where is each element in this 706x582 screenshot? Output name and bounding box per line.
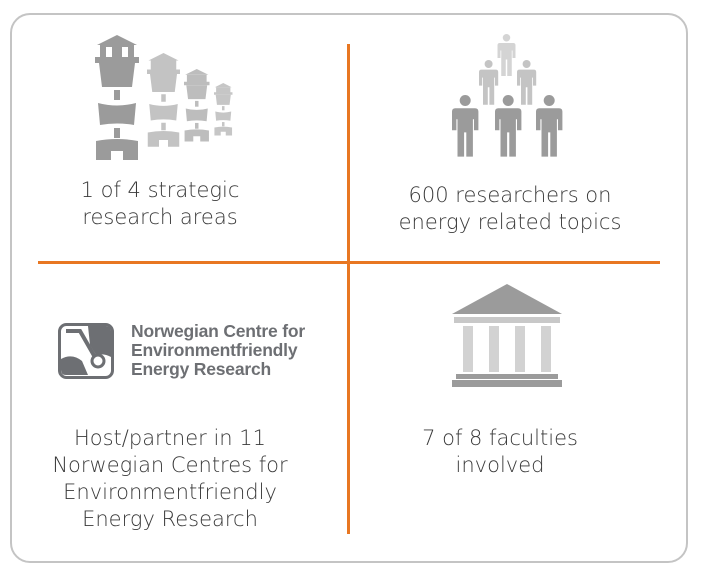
logo-line: Energy Research [131, 359, 271, 379]
caption-line: Norwegian Centres for [52, 453, 288, 477]
logo-line: Environmentfriendly [131, 340, 298, 360]
fme-logo-mark [58, 323, 114, 379]
caption-centres: Host/partner in 11 Norwegian Centres for… [40, 425, 300, 533]
fme-logo-text: Norwegian Centre for Environmentfriendly… [131, 322, 305, 379]
caption-line: 1 of 4 strategic [80, 178, 240, 202]
caption-line: 600 researchers on [408, 183, 612, 207]
caption-line: 7 of 8 faculties [422, 426, 578, 450]
caption-line: research areas [82, 205, 238, 229]
infographic-frame [10, 13, 688, 563]
caption-researchers: 600 researchers on energy related topics [380, 182, 640, 236]
university-building-icon [452, 284, 562, 387]
caption-line: Host/partner in 11 [73, 426, 267, 450]
lighthouses-icon [95, 35, 233, 160]
caption-line: Environmentfriendly [63, 480, 277, 504]
caption-line: involved [455, 453, 545, 477]
caption-line: Energy Research [82, 507, 258, 531]
caption-line: energy related topics [398, 210, 622, 234]
logo-line: Norwegian Centre for [131, 321, 305, 341]
horizontal-divider [38, 261, 660, 264]
caption-research-areas: 1 of 4 strategic research areas [40, 177, 280, 231]
caption-faculties: 7 of 8 faculties involved [380, 425, 620, 479]
vertical-divider [347, 44, 350, 534]
people-pyramid-icon [452, 34, 563, 157]
